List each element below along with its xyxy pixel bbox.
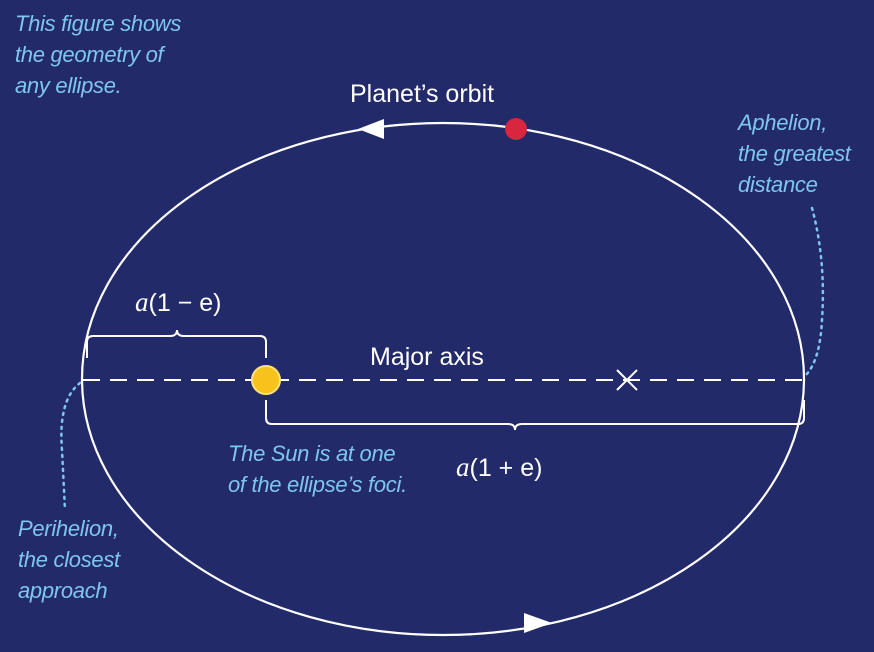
orbit-label: Planet’s orbit <box>350 80 495 108</box>
intro-note-line: This figure shows <box>15 11 182 36</box>
aphelion-brace <box>265 400 805 431</box>
aphelion-note: Aphelion, the greatest distance <box>738 107 851 200</box>
aphelion-leader <box>804 206 825 377</box>
orbit-ellipse <box>80 121 806 637</box>
perihelion-note: Perihelion, the closest approach <box>18 513 120 606</box>
sun-note-line: The Sun is at one <box>228 441 396 466</box>
sun-icon <box>251 365 281 395</box>
perihelion-distance-formula: a(1 − e) <box>135 287 221 318</box>
aphelion-note-line: the greatest <box>738 141 851 166</box>
perihelion-leader <box>60 381 82 512</box>
formula-symbol: a <box>135 287 149 317</box>
perihelion-note-line: approach <box>18 578 108 603</box>
arrowhead-icon <box>358 119 384 139</box>
sun-note-line: of the ellipse’s foci. <box>228 472 407 497</box>
intro-note-line: any ellipse. <box>15 73 122 98</box>
x-mark-icon <box>616 369 638 391</box>
intro-note-line: the geometry of <box>15 42 164 67</box>
major-axis-label: Major axis <box>370 343 484 371</box>
aphelion-note-line: distance <box>738 172 818 197</box>
intro-note: This figure shows the geometry of any el… <box>15 8 181 101</box>
planet-dot-icon <box>505 118 527 140</box>
aphelion-distance-formula: a(1 + e) <box>456 452 542 483</box>
perihelion-note-line: the closest <box>18 547 120 572</box>
arrowhead-icon <box>524 613 552 633</box>
formula-rest: (1 − e) <box>148 289 222 317</box>
perihelion-brace <box>86 329 267 358</box>
formula-symbol: a <box>456 452 470 482</box>
aphelion-note-line: Aphelion, <box>738 110 828 135</box>
formula-rest: (1 + e) <box>469 454 543 482</box>
sun-note: The Sun is at one of the ellipse’s foci. <box>228 438 407 500</box>
perihelion-note-line: Perihelion, <box>18 516 119 541</box>
